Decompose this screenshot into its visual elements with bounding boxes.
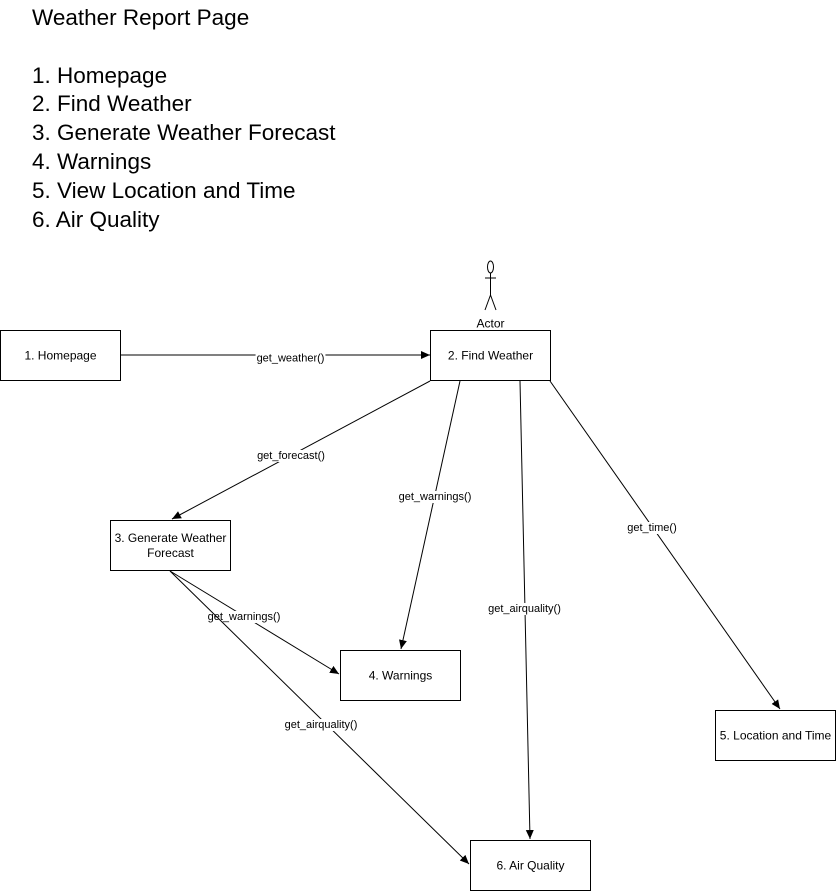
edge-forecast-to-air-quality-arrow [169, 570, 470, 865]
node-location-time-box [715, 710, 836, 761]
edge-homepage-to-find-weather[interactable]: get_weather() [120, 351, 430, 365]
node-generate-forecast-label: Forecast [147, 546, 194, 560]
node-find-weather-box [430, 330, 551, 381]
legend-item-location-time: 5. View Location and Time [32, 177, 296, 203]
nodes-layer: 1. Homepage 2. Find Weather 3. Generate We… [0, 330, 836, 891]
edge-forecast-to-air-quality[interactable]: get_airquality() [169, 570, 470, 865]
actor-icon [484, 260, 497, 311]
edge-find-weather-to-warnings-label: get_warnings() [399, 491, 472, 503]
node-air-quality-box [470, 840, 591, 891]
legend-item-generate-forecast: 3. Generate Weather Forecast [32, 120, 336, 146]
edge-forecast-to-warnings-label: get_warnings() [208, 611, 281, 623]
edge-find-weather-to-location-time-arrow [549, 380, 781, 710]
legend-item-air-quality: 6. Air Quality [32, 206, 160, 232]
edge-find-weather-to-location-time-label: get_time() [627, 522, 677, 534]
edge-forecast-to-warnings-label-bg [206, 611, 282, 623]
edge-forecast-to-air-quality-label: get_airquality() [285, 719, 358, 731]
node-find-weather[interactable]: 2. Find Weather [430, 330, 551, 381]
node-air-quality[interactable]: 6. Air Quality [470, 840, 591, 891]
node-warnings-box [340, 650, 461, 701]
node-warnings[interactable]: 4. Warnings [340, 650, 461, 701]
edge-find-weather-to-forecast-label: get_forecast() [257, 450, 325, 462]
node-location-time-label: 5. Location and Time [720, 729, 832, 743]
edge-find-weather-to-warnings-arrow [399, 380, 461, 650]
node-warnings-label: 4. Warnings [369, 669, 433, 683]
node-air-quality-label: 6. Air Quality [496, 859, 564, 873]
legend-item-warnings: 4. Warnings [32, 148, 152, 174]
node-homepage-box [0, 330, 121, 381]
edge-find-weather-to-forecast[interactable]: get_forecast() [171, 380, 431, 520]
edge-find-weather-to-location-time[interactable]: get_time() [549, 380, 781, 710]
node-generate-forecast-box [110, 520, 231, 571]
edge-forecast-to-warnings[interactable]: get_warnings() [169, 570, 340, 675]
node-location-time[interactable]: 5. Location and Time [715, 710, 836, 761]
page-title: Weather Report Page [32, 5, 250, 30]
edge-find-weather-to-location-time-label-bg [626, 522, 678, 534]
actor-label: Actor [476, 317, 504, 331]
node-find-weather-label: 2. Find Weather [448, 349, 533, 363]
node-homepage[interactable]: 1. Homepage [0, 330, 121, 381]
legend-item-homepage: 1. Homepage [32, 62, 168, 88]
edge-find-weather-to-air-quality-label: get_airquality() [488, 603, 561, 615]
edge-homepage-to-find-weather-label: get_weather() [257, 353, 325, 365]
node-generate-forecast-label: 3. Generate Weather [115, 531, 227, 545]
legend-item-find-weather: 2. Find Weather [32, 91, 192, 117]
edge-homepage-to-find-weather-label-bg [255, 352, 326, 365]
edge-find-weather-to-warnings-label-bg [397, 491, 473, 503]
actor[interactable]: Actor [476, 260, 505, 331]
edge-forecast-to-air-quality-label-bg [283, 719, 359, 731]
edge-find-weather-to-air-quality-label-bg [487, 603, 562, 615]
edge-find-weather-to-warnings[interactable]: get_warnings() [397, 380, 473, 650]
legend-block: Weather Report Page 1. Homepage 2. Find … [32, 4, 336, 234]
edges-layer: get_weather() get_forecast() get_warnings(… [120, 351, 781, 865]
edge-find-weather-to-air-quality[interactable]: get_airquality() [487, 380, 562, 840]
edge-find-weather-to-forecast-label-bg [256, 450, 326, 462]
node-homepage-label: 1. Homepage [24, 349, 96, 363]
